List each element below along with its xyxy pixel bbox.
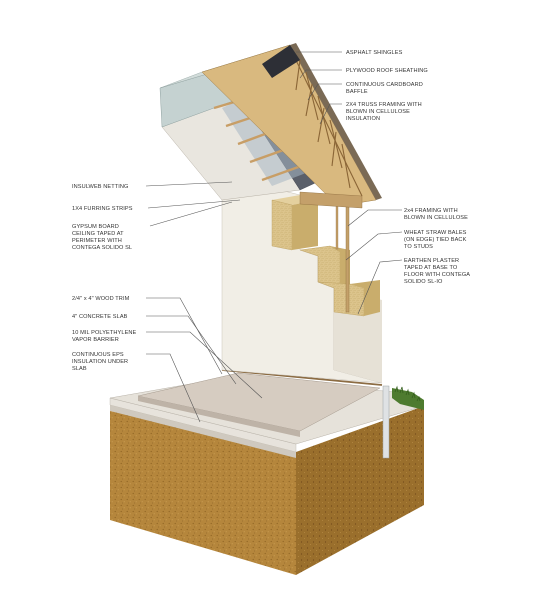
floor-slab-edge <box>138 396 300 437</box>
straw-bale-stack <box>271 195 380 317</box>
label-framing-cellulose-1: 2x4 FRAMING WITH <box>404 208 458 214</box>
label-framing-cellulose-2: BLOWN IN CELLULOSE <box>404 215 468 221</box>
label-earthen-plaster-3: FLOOR WITH CONTEGA <box>404 272 470 278</box>
label-cardboard-baffle-2: BAFFLE <box>346 89 368 95</box>
straw-bale-1-face <box>271 199 293 251</box>
label-gypsum-3: PERIMETER WITH <box>72 238 122 244</box>
label-eps-insulation-3: SLAB <box>72 366 87 372</box>
asphalt-shingles-edge <box>290 43 382 200</box>
label-truss-framing-3: INSULATION <box>346 116 380 122</box>
soil-front-face <box>110 405 296 575</box>
label-eps-insulation-2: INSULATION UNDER <box>72 359 128 365</box>
label-gypsum-4: CONTEGA SOLIDO SL <box>72 245 132 251</box>
label-straw-bales-3: TO STUDS <box>404 244 433 250</box>
grass-tufts <box>394 385 421 402</box>
label-wood-trim: 2/4" x 4" WOOD TRIM <box>72 296 130 302</box>
label-eps-insulation-1: CONTINUOUS EPS <box>72 352 124 358</box>
label-plywood-sheathing: PLYWOOD ROOF SHEATHING <box>346 68 428 74</box>
label-cardboard-baffle-1: CONTINUOUS CARDBOARD <box>346 82 423 88</box>
label-poly-barrier-1: 10 MIL POLYETHYLENE <box>72 330 137 336</box>
soil-right-face <box>296 406 424 575</box>
label-straw-bales-2: (ON EDGE) TIED BACK <box>404 237 467 243</box>
label-furring-strips: 1X4 FURRING STRIPS <box>72 206 133 212</box>
label-asphalt-shingles: ASPHALT SHINGLES <box>346 50 403 56</box>
label-gypsum-2: CEILING TAPED AT <box>72 231 124 237</box>
label-poly-barrier-2: VAPOR BARRIER <box>72 337 119 343</box>
floor-slab <box>137 369 383 437</box>
top-plate <box>299 191 363 209</box>
framing-stud-post-2 <box>335 204 339 250</box>
label-concrete-slab: 4" CONCRETE SLAB <box>72 314 128 320</box>
perimeter-insulation-post <box>382 385 390 459</box>
label-insulweb-netting: INSULWEB NETTING <box>72 184 129 190</box>
label-straw-bales-1: WHEAT STRAW BALES <box>404 230 467 236</box>
callout-labels: ASPHALT SHINGLES PLYWOOD ROOF SHEATHING … <box>72 50 470 372</box>
roof-trusses <box>291 51 363 197</box>
leader-lines <box>145 51 403 423</box>
label-truss-framing-1: 2X4 TRUSS FRAMING WITH <box>346 102 422 108</box>
straw-bale-2-side <box>330 246 350 284</box>
label-earthen-plaster-1: EARTHEN PLASTER <box>404 258 459 264</box>
grass-strip <box>392 388 424 410</box>
eps-edge-band <box>110 405 296 458</box>
gable-dark-gap <box>262 45 300 78</box>
wood-trim <box>221 369 383 386</box>
label-earthen-plaster-4: SOLIDO SL-IO <box>404 279 443 285</box>
label-truss-framing-2: BLOWN IN CELLULOSE <box>346 109 410 115</box>
straw-bale-1-side <box>292 200 318 250</box>
roof-assembly <box>159 43 382 209</box>
label-gypsum-1: GYPSUM BOARD <box>72 224 119 230</box>
label-earthen-plaster-2: TAPED AT BASE TO <box>404 265 458 271</box>
